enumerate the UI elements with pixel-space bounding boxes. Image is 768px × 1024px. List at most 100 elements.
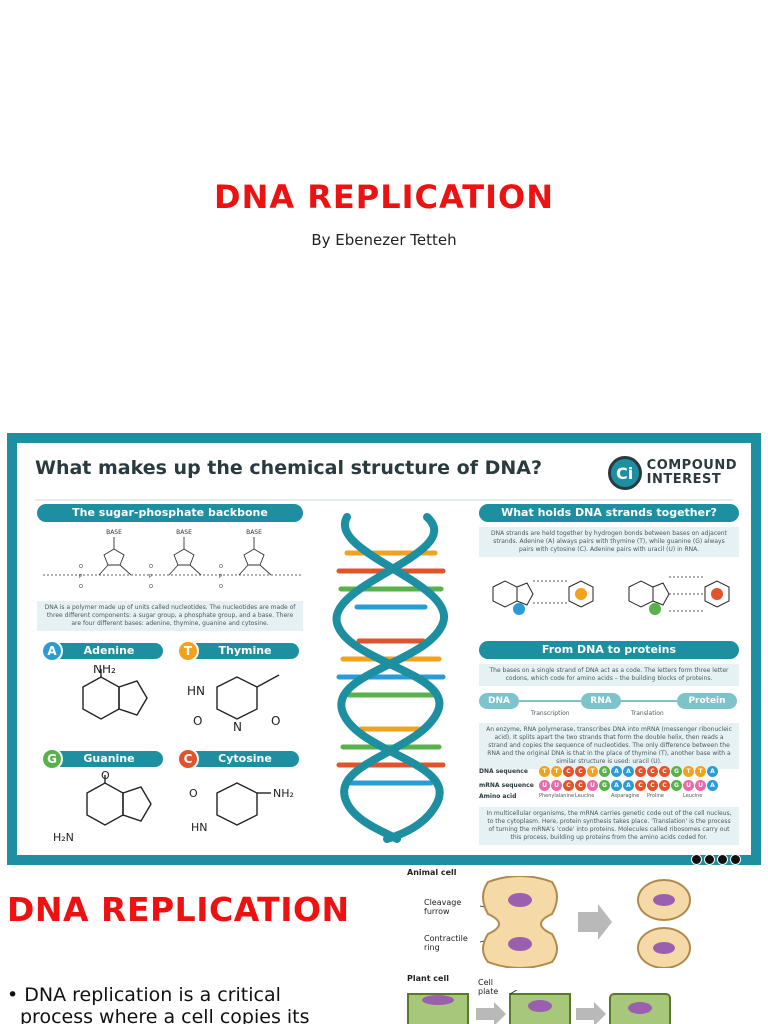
- svg-text:P: P: [149, 574, 152, 580]
- adenine-nh2: NH₂: [93, 665, 116, 676]
- amino-acid-1: Leucine: [575, 793, 595, 799]
- strands-title: What holds DNA strands together?: [479, 504, 739, 522]
- guanine-badge: G Guanine: [41, 748, 163, 770]
- dna-base-4: T: [587, 765, 598, 777]
- cytosine-o: O: [189, 787, 198, 800]
- dna-infographic: What makes up the chemical structure of …: [7, 433, 761, 865]
- cytosine-nh2: NH₂: [273, 787, 294, 800]
- mrna-base-11: G: [671, 779, 682, 791]
- cleavage-furrow-label: Cleavage furrow: [424, 898, 462, 916]
- guanine-label: Guanine: [55, 751, 163, 767]
- flow-rna-node: RNA: [581, 693, 621, 709]
- svg-text:O: O: [79, 584, 83, 590]
- amino-acid-0: Phenylalanine: [539, 793, 575, 799]
- thymine-label: Thymine: [191, 643, 299, 659]
- contractile-ring-label: Contractile ring: [424, 934, 468, 952]
- mrna-base-4: U: [587, 779, 598, 791]
- svg-text:O: O: [149, 564, 153, 570]
- base-label-1: BASE: [106, 529, 122, 536]
- brand-line-1: COMPOUND: [646, 458, 737, 473]
- dna-base-9: C: [647, 765, 658, 777]
- dna-base-10: C: [659, 765, 670, 777]
- bullet-line-1: • DNA replication is a critical: [7, 984, 281, 1006]
- mrna-base-12: U: [683, 779, 694, 791]
- dna-base-3: C: [575, 765, 586, 777]
- base-label-2: BASE: [176, 529, 192, 536]
- guanine-letter-icon: G: [41, 748, 63, 770]
- mrna-base-2: C: [563, 779, 574, 791]
- adenine-letter-icon: A: [41, 640, 63, 662]
- brand-logo: Ci COMPOUND INTEREST: [607, 453, 737, 493]
- mrna-base-1: U: [551, 779, 562, 791]
- mrna-sequence-label: mRNA sequence: [479, 781, 534, 789]
- thymine-badge: T Thymine: [177, 640, 299, 662]
- svg-text:O: O: [219, 564, 223, 570]
- cytosine-structure: NH₂ O HN: [189, 782, 294, 834]
- replication-slide: DNA REPLICATION • DNA replication is a c…: [0, 866, 768, 1024]
- mrna-base-5: G: [599, 779, 610, 791]
- translation-label: Translation: [631, 710, 664, 717]
- amino-acid-4: Leucine: [683, 793, 703, 799]
- svg-text:P: P: [79, 574, 82, 580]
- mrna-base-13: U: [695, 779, 706, 791]
- flow-protein-node: Protein: [677, 693, 737, 709]
- dna-sequence-label: DNA sequence: [479, 767, 528, 775]
- thymine-o-left: O: [193, 714, 202, 728]
- cytosine-hn: HN: [191, 821, 208, 834]
- svg-text:P: P: [219, 574, 222, 580]
- title-slide: DNA REPLICATION By Ebenezer Tetteh: [0, 0, 768, 430]
- guanine-structure: O H₂N: [53, 771, 152, 844]
- slide3-title: DNA REPLICATION: [7, 890, 350, 929]
- amino-acid-2: Asparagine: [611, 793, 640, 799]
- cytosine-letter-icon: C: [177, 748, 199, 770]
- thymine-n: N: [233, 720, 242, 734]
- cell-plate-label: Cell plate: [478, 978, 499, 996]
- dna-base-1: T: [551, 765, 562, 777]
- cytosine-badge: C Cytosine: [177, 748, 299, 770]
- dna-base-7: A: [623, 765, 634, 777]
- mrna-base-8: C: [635, 779, 646, 791]
- by-icon: [704, 854, 715, 865]
- thymine-letter-icon: T: [177, 640, 199, 662]
- svg-text:O: O: [219, 584, 223, 590]
- heading-divider: [35, 499, 733, 501]
- plant-cell-caption: Plant cell: [407, 974, 449, 983]
- cell-division-figure: Animal cell Cleavage furrow Contractile …: [400, 866, 768, 1024]
- thymine-structure: HN O O N: [187, 674, 280, 734]
- nd-icon: [717, 854, 728, 865]
- dna-base-11: G: [671, 765, 682, 777]
- animal-cell-diagram: [479, 876, 691, 968]
- proteins-title: From DNA to proteins: [479, 641, 739, 659]
- slide-title: DNA REPLICATION: [214, 178, 554, 216]
- cc-icon: [691, 854, 702, 865]
- mrna-base-3: C: [575, 779, 586, 791]
- cytosine-label: Cytosine: [191, 751, 299, 767]
- mrna-base-0: U: [539, 779, 550, 791]
- plant-cell-diagram: [407, 990, 671, 1024]
- flow-dna-node: DNA: [479, 693, 519, 709]
- amino-acid-label: Amino acid: [479, 793, 517, 800]
- strands-description: DNA strands are held together by hydroge…: [479, 527, 739, 557]
- nc-icon: [730, 854, 741, 865]
- mrna-base-14: A: [707, 779, 718, 791]
- backbone-description: DNA is a polymer made up of units called…: [37, 601, 303, 631]
- dna-base-2: C: [563, 765, 574, 777]
- proteins-description: The bases on a single strand of DNA act …: [479, 664, 739, 686]
- mrna-base-9: C: [647, 779, 658, 791]
- animal-cell-caption: Animal cell: [407, 868, 457, 877]
- dna-base-6: A: [611, 765, 622, 777]
- adenine-label: Adenine: [55, 643, 163, 659]
- backbone-title: The sugar-phosphate backbone: [37, 504, 303, 522]
- bullet-line-2: process where a cell copies its: [20, 1006, 310, 1024]
- brand-line-2: INTEREST: [646, 472, 722, 487]
- bullet-list: • DNA replication is a critical process …: [7, 984, 367, 1024]
- license-icons: [689, 854, 741, 865]
- base-label-3: BASE: [246, 529, 262, 536]
- guanine-o: O: [101, 771, 110, 782]
- base-pairs-diagram: [492, 576, 730, 615]
